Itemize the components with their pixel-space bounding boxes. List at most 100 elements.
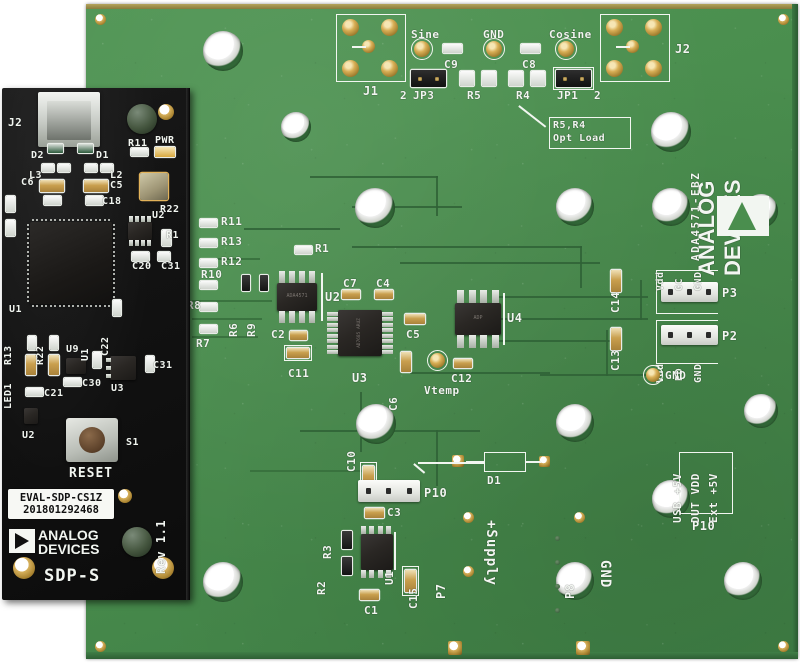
u1-bracket <box>394 532 396 570</box>
connector-p3[interactable] <box>661 282 718 302</box>
label-c1: C1 <box>364 604 379 617</box>
label-r3: R3 <box>321 544 334 559</box>
trace <box>436 176 438 216</box>
capacitor-sdp-c22 <box>113 300 121 316</box>
capacitor-c12 <box>454 359 472 368</box>
ic-sdp-u1-processor <box>30 222 112 304</box>
sdp-brand-devices: DEVICES <box>38 541 100 557</box>
j1-pad[interactable] <box>381 60 398 77</box>
electrolytic-capacitor <box>127 104 157 134</box>
electrolytic-capacitor-2 <box>122 527 152 557</box>
reset-button[interactable] <box>66 418 118 462</box>
label-sdp-c20: C20 <box>132 261 152 272</box>
trace <box>436 430 438 486</box>
label-p2: P2 <box>722 329 738 343</box>
label-jp1-pin2: 2 <box>594 89 602 102</box>
resistor-r5-pad <box>460 71 474 86</box>
opt-load-line2: Opt Load <box>553 133 606 144</box>
label-sdp-c5: C5 <box>110 180 124 191</box>
ic-u3-pins-left <box>327 312 338 354</box>
resistor-r1 <box>295 246 312 254</box>
sdp-revision: Rev 1.1 <box>154 519 168 574</box>
d1-lead <box>526 461 541 463</box>
j2-pad[interactable] <box>626 40 639 53</box>
trace <box>352 246 582 248</box>
u1-pin-dots-left <box>27 224 29 302</box>
label-sdp-c6: C6 <box>21 177 35 188</box>
ic-sdp-u10 <box>66 358 86 374</box>
label-u2: U2 <box>325 290 341 304</box>
resistor-r3 <box>342 531 352 549</box>
capacitor-c8 <box>521 44 540 53</box>
j2-pad[interactable] <box>645 19 662 36</box>
sdp-mount-pad <box>118 489 132 503</box>
trace <box>580 246 582 288</box>
usb-connector[interactable] <box>38 92 100 147</box>
label-p10: P10 <box>424 486 448 500</box>
p2-pin-gnd: GND <box>693 363 704 383</box>
jumper-jp1[interactable] <box>556 70 591 87</box>
testpoint-gnd-right-ring <box>643 365 663 385</box>
label-c4: C4 <box>376 277 391 290</box>
via <box>555 536 560 541</box>
capacitor-c9 <box>443 44 462 53</box>
p10-legend-line3: Ext +5V <box>707 473 720 523</box>
label-vtemp: Vtemp <box>424 384 460 397</box>
label-r1: R1 <box>315 242 330 255</box>
mounting-hole <box>203 31 243 71</box>
mounting-hole <box>355 188 395 228</box>
u1-pin-dots-bottom <box>32 305 110 307</box>
label-led1: LED1 <box>3 382 14 409</box>
p10-legend-line2: DUT VDD <box>689 473 702 523</box>
resistor-r7 <box>200 325 217 333</box>
label-c15: C15 <box>407 587 420 609</box>
j2-pad[interactable] <box>645 60 662 77</box>
jumper-jp3[interactable] <box>411 70 446 87</box>
label-jp1: JP1 <box>557 89 579 102</box>
label-r7: R7 <box>196 337 211 350</box>
label-sdp-u10: U9 <box>66 344 80 355</box>
mounting-hole <box>556 188 594 226</box>
j1-pad[interactable] <box>342 19 359 36</box>
mounting-hole <box>356 404 396 444</box>
trace <box>352 206 462 208</box>
label-u3: U3 <box>352 371 368 385</box>
via <box>555 560 560 565</box>
test-pad <box>463 512 474 523</box>
sdp-board-name: SDP-S <box>44 566 101 586</box>
mounting-hole <box>652 188 690 226</box>
j1-pad[interactable] <box>362 40 375 53</box>
j2-pad[interactable] <box>606 19 623 36</box>
connector-label-j1: J1 <box>363 84 379 98</box>
label-c13: C13 <box>609 349 622 371</box>
capacitor-c5 <box>405 314 425 324</box>
ic-sdp-u9 <box>110 356 136 380</box>
label-l2: L2 <box>110 170 124 181</box>
capacitor-pad <box>86 196 103 205</box>
label-gnd-bottom: GND <box>597 560 613 589</box>
label-sdp-u9: U3 <box>111 383 125 394</box>
capacitor-sdp-c6 <box>40 180 64 192</box>
j1-pad[interactable] <box>381 19 398 36</box>
p3-pin-gnd: GND <box>693 271 704 291</box>
capacitor-sdp <box>49 355 59 375</box>
test-pad <box>463 566 474 577</box>
label-l3: L3 <box>29 170 43 181</box>
j2-pad[interactable] <box>606 60 623 77</box>
mounting-hole <box>652 480 690 518</box>
jp1-outline <box>553 67 594 90</box>
u1-pin-dots-top <box>32 219 110 221</box>
label-jp3-pin2: 2 <box>400 89 408 102</box>
label-p3: P3 <box>722 286 738 300</box>
connector-p10[interactable] <box>358 480 420 502</box>
connector-p2[interactable] <box>661 325 718 345</box>
p3-pin-gc: GC <box>674 277 685 291</box>
mounting-hole <box>556 404 594 442</box>
resistor-r4-pad <box>531 71 545 86</box>
test-pad <box>574 512 585 523</box>
label-p8: P8 <box>563 583 577 599</box>
j1-pad[interactable] <box>342 60 359 77</box>
label-pwr: PWR <box>155 135 175 146</box>
ic-u4: ADP <box>455 303 501 335</box>
mounting-pad <box>448 641 462 655</box>
